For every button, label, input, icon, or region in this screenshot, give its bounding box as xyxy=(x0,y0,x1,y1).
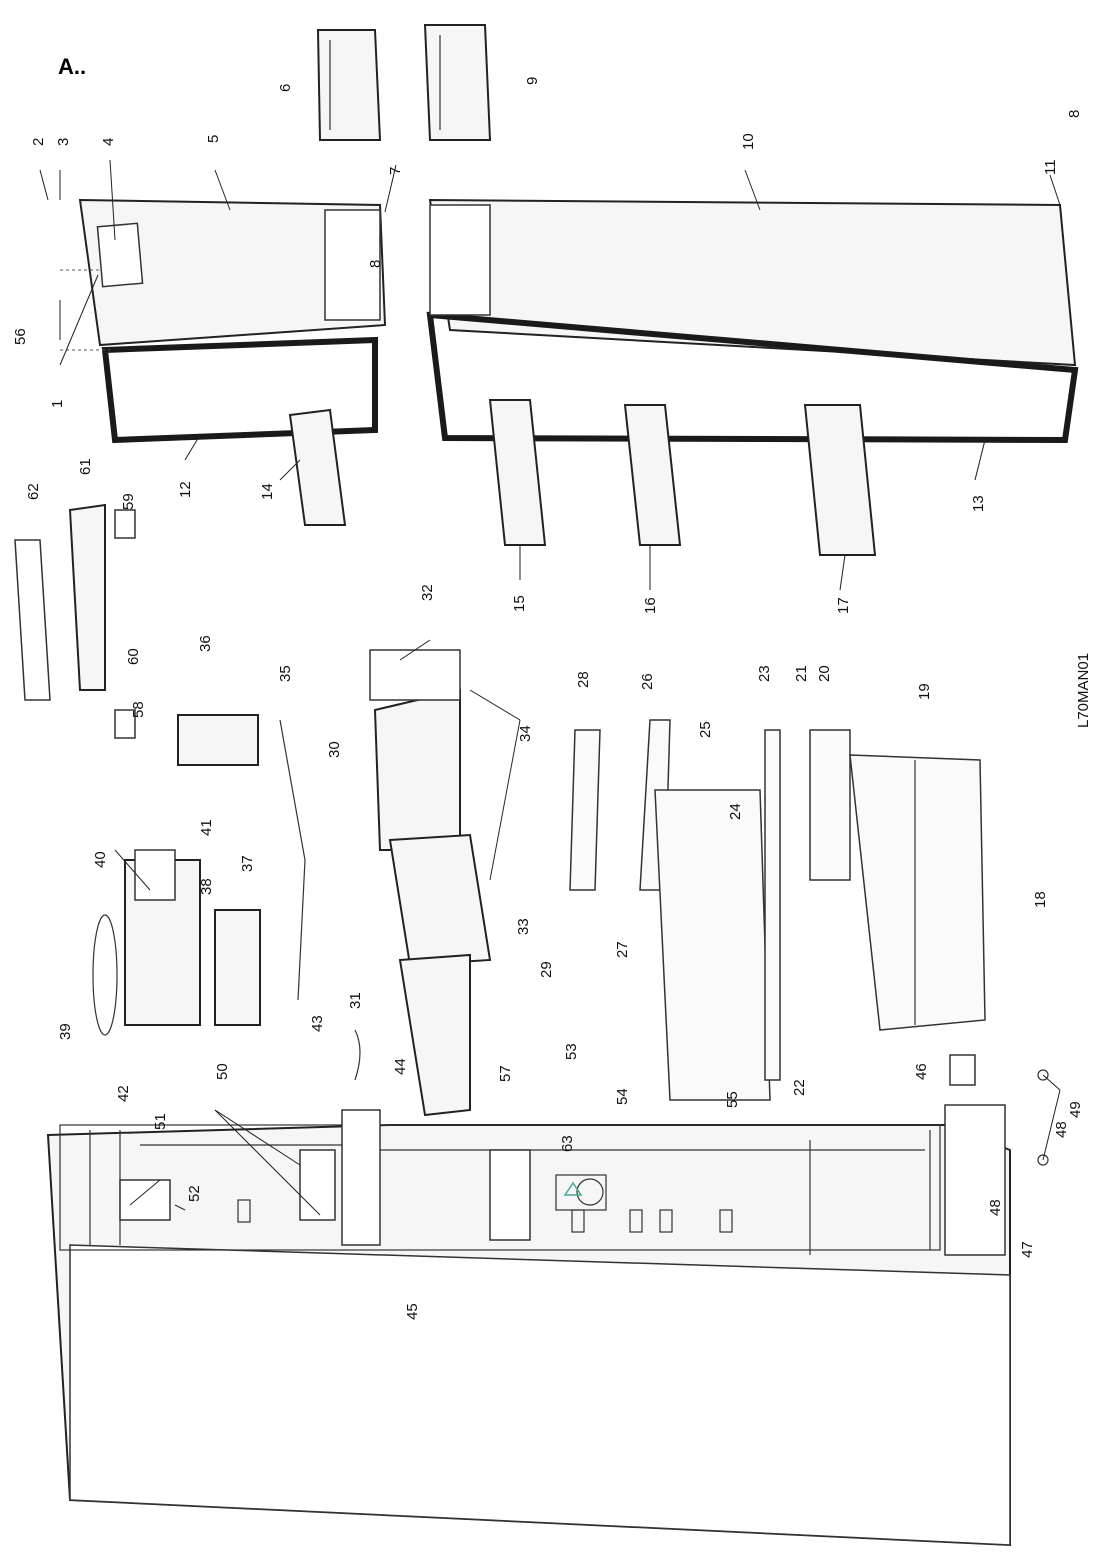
left-door-freezer xyxy=(60,198,387,444)
part-label-5: 5 xyxy=(205,135,222,143)
part-label-48-bracket: 48 xyxy=(987,1199,1004,1216)
part-label-60: 60 xyxy=(125,648,142,665)
part-label-18: 18 xyxy=(1032,891,1049,908)
part-label-40: 40 xyxy=(92,851,109,868)
part-label-50: 50 xyxy=(214,1063,231,1080)
drawing-code: L70MAN01 xyxy=(1075,653,1092,728)
part-label-37: 37 xyxy=(239,855,256,872)
part-label-53: 53 xyxy=(563,1043,580,1060)
label-leaders xyxy=(39,159,1061,1216)
part-label-28: 28 xyxy=(575,671,592,688)
part-label-7: 7 xyxy=(387,167,404,175)
part-label-12: 12 xyxy=(177,481,194,498)
part-label-63: 63 xyxy=(559,1135,576,1152)
part-label-39: 39 xyxy=(57,1023,74,1040)
part-label-43: 43 xyxy=(309,1015,326,1032)
part-label-27: 27 xyxy=(614,941,631,958)
part-label-44: 44 xyxy=(392,1058,409,1075)
part-label-32: 32 xyxy=(419,584,436,601)
part-label-62: 62 xyxy=(25,483,42,500)
fridge-shelves xyxy=(569,719,986,1101)
part-label-48-hinge: 48 xyxy=(1053,1121,1070,1138)
part-label-55: 55 xyxy=(724,1091,741,1108)
part-label-22: 22 xyxy=(791,1079,808,1096)
part-label-4: 4 xyxy=(100,138,117,146)
part-number-labels: 1 2 3 4 5 6 7 8 8 9 10 11 12 13 14 15 16… xyxy=(12,77,1084,1320)
part-label-8-right-door: 8 xyxy=(1066,110,1083,118)
part-label-6: 6 xyxy=(277,84,294,92)
part-label-29: 29 xyxy=(538,961,555,978)
part-label-33: 33 xyxy=(515,918,532,935)
part-label-9: 9 xyxy=(524,77,541,85)
part-label-15: 15 xyxy=(511,595,528,612)
part-label-54: 54 xyxy=(614,1088,631,1105)
part-label-51: 51 xyxy=(152,1113,169,1130)
part-label-56: 56 xyxy=(12,328,29,345)
top-door-bins xyxy=(316,24,492,141)
part-label-35: 35 xyxy=(277,665,294,682)
part-label-41: 41 xyxy=(198,819,215,836)
part-label-13: 13 xyxy=(970,495,987,512)
part-label-23: 23 xyxy=(756,665,773,682)
part-label-47: 47 xyxy=(1019,1241,1036,1258)
part-label-11: 11 xyxy=(1042,159,1059,175)
part-label-34: 34 xyxy=(517,725,534,742)
part-label-49: 49 xyxy=(1067,1101,1084,1118)
part-label-57: 57 xyxy=(497,1065,514,1082)
part-label-45: 45 xyxy=(404,1303,421,1320)
part-label-46: 46 xyxy=(913,1063,930,1080)
part-label-14: 14 xyxy=(259,483,276,500)
part-label-52: 52 xyxy=(186,1185,203,1202)
part-label-21: 21 xyxy=(793,665,810,682)
part-label-17: 17 xyxy=(835,597,852,614)
part-label-24: 24 xyxy=(727,803,744,820)
part-label-61: 61 xyxy=(77,458,94,475)
cabinet xyxy=(46,1104,1011,1547)
part-label-30: 30 xyxy=(326,741,343,758)
part-label-59: 59 xyxy=(120,493,137,510)
part-label-25: 25 xyxy=(697,721,714,738)
part-label-58: 58 xyxy=(130,701,147,718)
part-label-38: 38 xyxy=(198,878,215,895)
recycling-symbol-icon xyxy=(555,1174,607,1211)
part-label-8-left-door: 8 xyxy=(367,260,384,268)
part-label-19: 19 xyxy=(916,683,933,700)
part-label-3: 3 xyxy=(55,138,72,146)
part-label-20: 20 xyxy=(816,665,833,682)
door-balconies xyxy=(288,399,877,556)
part-label-2: 2 xyxy=(30,138,47,146)
left-top-trims xyxy=(14,503,136,739)
part-label-10: 10 xyxy=(740,133,757,150)
right-door-fridge xyxy=(426,198,1079,444)
freezer-components xyxy=(92,714,361,1081)
part-label-31: 31 xyxy=(347,992,364,1009)
ice-dispenser-assembly xyxy=(369,649,492,1117)
part-label-36: 36 xyxy=(197,635,214,652)
part-label-26: 26 xyxy=(639,673,656,690)
diagram-header-label: A.. xyxy=(58,54,86,79)
part-label-42: 42 xyxy=(115,1085,132,1102)
part-label-16: 16 xyxy=(642,597,659,614)
cabinet-hardware xyxy=(119,1054,1049,1221)
part-label-1: 1 xyxy=(49,400,66,408)
